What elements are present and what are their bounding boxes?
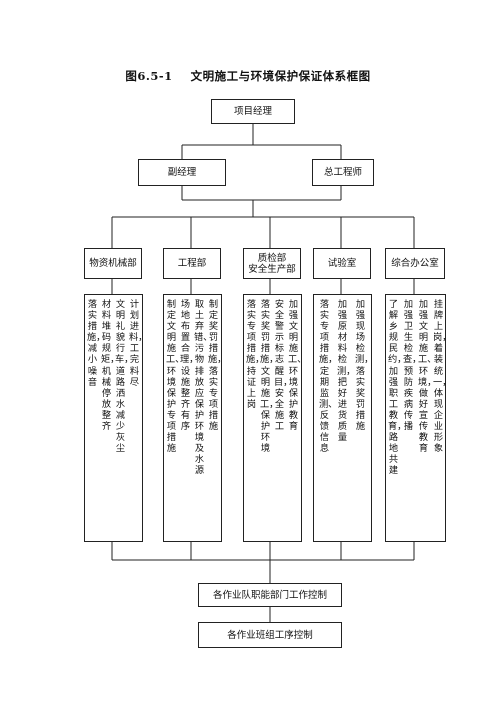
duties-office-column: 了解乡规民约，加强职工教育，路地共建 加强卫生检查，预防疾病传播 加强文明施工、…: [385, 294, 452, 542]
dept-materials-box: 物资机械部: [84, 248, 142, 279]
dept-office-box: 综合办公室: [385, 248, 445, 279]
duties-engineering-column: 制定文明施工、环境保护专项措施 场地布置合理，设施整齐有序 取土弃错、污物排放应…: [163, 294, 227, 542]
dept-engineering-label: 工程部: [177, 258, 207, 269]
crew-process-control-label: 各作业班组工序控制: [227, 629, 313, 641]
duty-item: 加强文明施工、环境，做好宣传教育: [418, 299, 437, 455]
team-department-control-box: 各作业队职能部门工作控制: [198, 583, 342, 607]
dept-engineering-box: 工程部: [163, 248, 221, 279]
duty-item: 材料堆码规矩，机械停放整齐: [101, 299, 120, 433]
figure-caption: 文明施工与环境保护保证体系框图: [190, 69, 371, 83]
chief-engineer-box: 总工程师: [312, 159, 374, 186]
dept-quality-safety-box: 质检部 安全生产部: [243, 248, 301, 279]
duties-lab-column: 落实专项措施，定期监测、反馈信息 加强原材料检测，把好进货质量 加强现场检测，落…: [313, 294, 374, 542]
diagram-title: 图6.5-1 文明施工与环境保护保证体系框图: [0, 68, 496, 84]
duties-materials-column: 落实措施，减小噪音 材料堆码规矩，机械停放整齐 文明礼貌行车，道路洒水减少灰尘 …: [84, 294, 148, 542]
duty-item: 取土弃错、污物排放应保护环境及水源: [194, 299, 213, 477]
duty-item: 制定奖罚措施，落实专项措施: [208, 299, 227, 433]
duty-item: 加强卫生检查，预防疾病传播: [403, 299, 422, 433]
duty-item: 加强现场检测，落实奖罚措施: [355, 299, 374, 433]
duty-item: 落实专项措施，定期监测、反馈信息: [319, 299, 338, 455]
duty-item: 落实专项措施，持证上岗: [246, 299, 265, 410]
chief-engineer-label: 总工程师: [323, 167, 362, 178]
duty-item: 文明礼貌行车，道路洒水减少灰尘: [115, 299, 134, 455]
project-manager-label: 项目经理: [233, 106, 272, 117]
dept-lab-label: 试验室: [327, 258, 357, 269]
duty-item: 落实奖罚措施，文明施工，保护环境: [260, 299, 279, 455]
duty-item: 挂牌上岗，着装统一，体现企业形象: [433, 299, 452, 455]
duty-item: 计划进料，工完料尽: [129, 299, 148, 388]
deputy-manager-box: 副经理: [138, 159, 226, 186]
duties-quality-safety-column: 落实专项措施，持证上岗 落实奖罚措施，文明施工，保护环境 安全警示标志醒目，安全…: [243, 294, 307, 542]
project-manager-box: 项目经理: [211, 99, 295, 124]
duty-item: 落实措施，减小噪音: [87, 299, 106, 388]
duty-item: 安全警示标志醒目，安全施工: [274, 299, 293, 433]
deputy-manager-label: 副经理: [167, 167, 197, 178]
duty-item: 加强文明施工、环境保护教育: [288, 299, 307, 433]
duty-item: 了解乡规民约，加强职工教育，路地共建: [388, 299, 407, 477]
figure-number: 图6.5-1: [125, 69, 173, 83]
duty-item: 场地布置合理，设施整齐有序: [180, 299, 199, 433]
dept-office-label: 综合办公室: [391, 258, 439, 269]
dept-lab-box: 试验室: [313, 248, 371, 279]
dept-quality-safety-label: 质检部 安全生产部: [248, 252, 296, 275]
crew-process-control-box: 各作业班组工序控制: [198, 622, 342, 648]
duty-item: 制定文明施工、环境保护专项措施: [166, 299, 185, 455]
duty-item: 加强原材料检测，把好进货质量: [337, 299, 356, 444]
dept-materials-label: 物资机械部: [89, 258, 137, 269]
team-department-control-label: 各作业队职能部门工作控制: [212, 589, 327, 601]
